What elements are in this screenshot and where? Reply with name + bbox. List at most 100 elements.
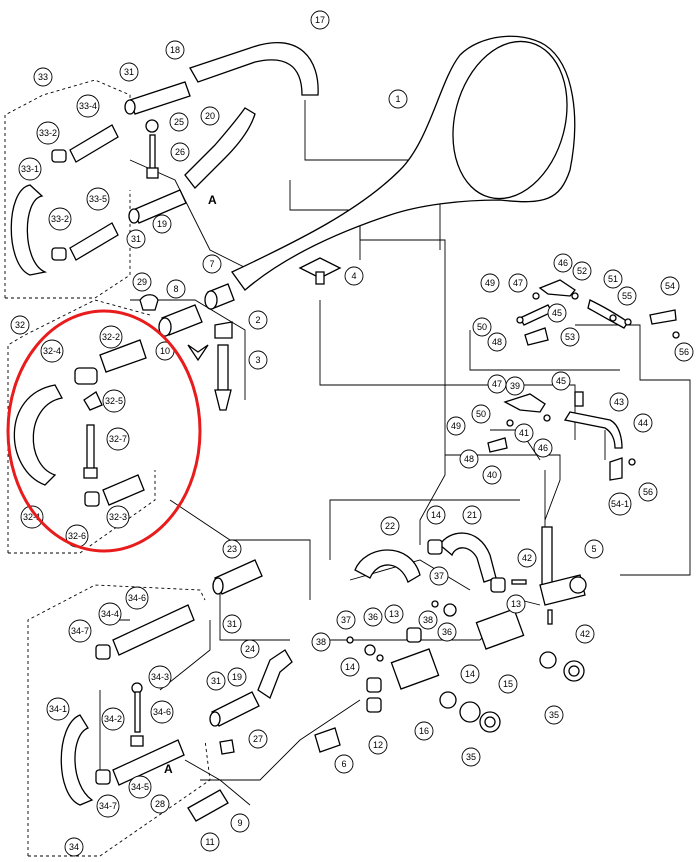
part-label: 33-5 — [89, 194, 107, 204]
part-label: 28 — [155, 799, 165, 809]
part-label: 37 — [434, 571, 444, 581]
part-label: 40 — [487, 470, 497, 480]
part-label: 25 — [174, 117, 184, 127]
part-label: 45 — [556, 376, 566, 386]
marker-a-top: A — [208, 193, 217, 207]
part-label: 21 — [467, 510, 477, 520]
part-label: 26 — [175, 147, 185, 157]
part-label: 42 — [522, 553, 532, 563]
part-label: 14 — [345, 662, 355, 672]
part-label: 34-6 — [128, 593, 146, 603]
part-label: 31 — [124, 67, 134, 77]
part-label: 38 — [316, 637, 326, 647]
part-label: 32-4 — [43, 346, 61, 356]
part-label: 33-1 — [21, 164, 39, 174]
part-label: 15 — [503, 679, 513, 689]
part-label: 47 — [492, 379, 502, 389]
part-label: 17 — [315, 15, 325, 25]
bell-part — [231, 35, 576, 291]
part-label: 49 — [485, 278, 495, 288]
part-label: 55 — [622, 291, 632, 301]
part-label: 33-4 — [79, 101, 97, 111]
part-label: 36 — [368, 612, 378, 622]
part-label: 33-2 — [39, 128, 57, 138]
part-label: 50 — [476, 409, 486, 419]
marker-a-bottom: A — [164, 762, 173, 776]
part-label: 32-7 — [109, 434, 127, 444]
part-label: 34 — [69, 842, 79, 852]
part-label: 31 — [227, 619, 237, 629]
part-label: 4 — [351, 271, 356, 281]
group-32-parts — [13, 339, 147, 507]
part-label: 19 — [157, 219, 167, 229]
part-label: 54 — [665, 281, 675, 291]
part-label: 19 — [232, 672, 242, 682]
part-label: 41 — [519, 428, 529, 438]
part-label: 35 — [466, 752, 476, 762]
part-label: 34-3 — [151, 672, 169, 682]
part-label: 32-1 — [23, 512, 41, 522]
group-34-parts — [60, 604, 195, 806]
part-labels: 1 2 3 4 5 6 7 8 9 10 11 12 13 13 14 14 1… — [10, 10, 694, 857]
part-label: 46 — [538, 443, 548, 453]
part-label: 34-4 — [101, 609, 119, 619]
lower-tube-parts — [187, 526, 587, 822]
tuning-slide-parts — [124, 42, 319, 411]
part-label: 16 — [419, 726, 429, 736]
part-label: 34-7 — [99, 801, 117, 811]
part-label: 22 — [385, 521, 395, 531]
part-label: 38 — [423, 615, 433, 625]
part-label: 3 — [255, 355, 260, 365]
part-label: 39 — [510, 381, 520, 391]
part-label: 2 — [255, 315, 260, 325]
group-33-parts — [10, 124, 119, 276]
part-label: 24 — [245, 644, 255, 654]
part-label: 1 — [395, 94, 400, 104]
part-label: 34-5 — [131, 782, 149, 792]
part-label: 51 — [608, 274, 618, 284]
part-label: 8 — [173, 284, 178, 294]
part-label: 31 — [131, 234, 141, 244]
part-label: 29 — [137, 277, 147, 287]
part-label: 27 — [253, 734, 263, 744]
part-label: 12 — [373, 740, 383, 750]
part-label: 18 — [170, 45, 180, 55]
part-label: 34-7 — [71, 626, 89, 636]
part-label: 45 — [552, 308, 562, 318]
part-label: 5 — [591, 544, 596, 554]
part-label: 13 — [511, 599, 521, 609]
part-label: 31 — [211, 676, 221, 686]
part-label: 48 — [492, 337, 502, 347]
part-label: 47 — [513, 278, 523, 288]
part-label: 10 — [160, 346, 170, 356]
part-label: 35 — [549, 710, 559, 720]
part-label: 49 — [451, 421, 461, 431]
part-label: 42 — [580, 629, 590, 639]
part-label: 43 — [614, 397, 624, 407]
part-label: 36 — [442, 627, 452, 637]
part-label: 32-2 — [102, 332, 120, 342]
part-label: 53 — [565, 332, 575, 342]
part-label: 44 — [638, 418, 648, 428]
part-label: 14 — [431, 510, 441, 520]
part-label: 37 — [341, 615, 351, 625]
part-label: 56 — [643, 487, 653, 497]
part-label: 54-1 — [611, 499, 629, 509]
part-label: 20 — [205, 111, 215, 121]
valve-linkage-parts — [487, 279, 680, 481]
part-label: 48 — [464, 454, 474, 464]
part-label: 32-3 — [109, 512, 127, 522]
part-label: 32 — [15, 320, 25, 330]
part-label: 33 — [38, 72, 48, 82]
part-label: 13 — [389, 609, 399, 619]
highlight-circle — [6, 309, 202, 553]
part-label: 34-2 — [104, 714, 122, 724]
part-label: 33-2 — [51, 214, 69, 224]
part-label: 52 — [577, 266, 587, 276]
part-label: 6 — [341, 759, 346, 769]
part-label: 32-6 — [68, 531, 86, 541]
part-label: 9 — [237, 818, 242, 828]
part-label: 14 — [465, 669, 475, 679]
part-label: 34-1 — [49, 704, 67, 714]
